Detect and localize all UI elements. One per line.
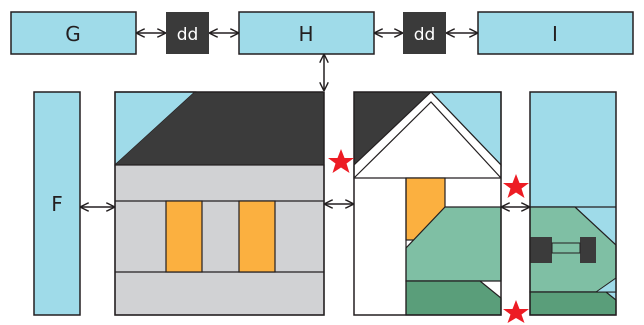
connector-dd-1-label: dd — [177, 25, 199, 45]
star-marker-3 — [503, 300, 529, 323]
strip-window-right — [580, 237, 596, 263]
block-g-label: G — [65, 22, 81, 46]
block-h: H — [238, 11, 375, 55]
block-f-label: F — [51, 192, 63, 216]
block-h-label: H — [298, 22, 313, 46]
block-g: G — [10, 11, 137, 55]
strip-window-left — [530, 237, 552, 263]
house-block-gable — [353, 91, 502, 316]
star-marker-2 — [503, 174, 529, 198]
block-f: F — [33, 91, 81, 316]
block-i-label: I — [552, 22, 558, 46]
window-right — [238, 200, 276, 273]
house-block-large — [114, 91, 325, 316]
window-left — [165, 200, 203, 273]
star-marker-1 — [328, 149, 354, 173]
house-block-strip — [529, 91, 617, 316]
connector-dd-1: dd — [166, 12, 209, 54]
connector-dd-2: dd — [403, 12, 446, 54]
connector-dd-2-label: dd — [414, 25, 436, 45]
block-i: I — [477, 11, 634, 55]
